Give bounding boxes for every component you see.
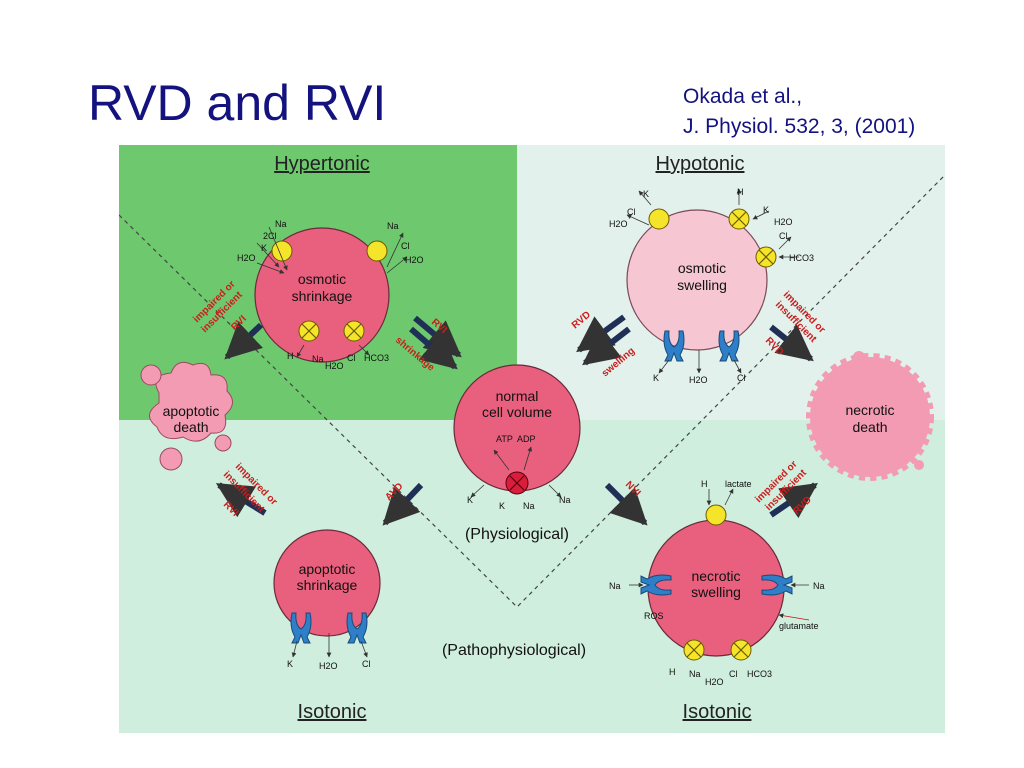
inhibited-exchanger-icon [343,320,365,342]
ion-label: H2O [689,375,708,385]
pathophysiological-caption: (Pathophysiological) [442,642,586,659]
ion-label: Na [689,669,701,679]
inhibited-exchanger-icon [755,246,777,268]
cell-volume-diagram: Hypertonic Hypotonic Isotonic Isotonic o… [119,145,945,733]
osmotic-shrinkage-cell: osmotic shrinkage Na 2Cl K H2O Na Cl H2O… [237,219,424,371]
inhibited-exchanger-icon [298,320,320,342]
cell-label: shrinkage [292,288,353,304]
apoptotic-shrinkage-cell: apoptotic shrinkage K H2O Cl [273,529,381,671]
ion-label: Na [523,501,535,511]
ion-transporter-icon [648,208,670,230]
ion-label: Na [559,495,571,505]
ion-label: lactate [725,479,752,489]
necrotic-swelling-cell: necrotic swelling H lactate Na Na ROS gl… [609,479,825,687]
ion-label: K [499,501,505,511]
region-header-isotonic-right: Isotonic [683,701,752,723]
ion-label: 2Cl [263,231,277,241]
cell-label: necrotic [691,568,740,584]
ion-label: HCO3 [747,669,772,679]
ion-label: Na [813,581,825,591]
cell-label: cell volume [482,404,552,420]
osmotic-swelling-cell: osmotic swelling K Cl H2O H K H2O Cl HCO… [609,187,814,385]
ion-label: K [643,189,649,199]
ion-label: glutamate [779,621,819,631]
cell-label: shrinkage [297,577,358,593]
ion-label: Cl [627,207,636,217]
cell-label: osmotic [678,260,726,276]
normal-cell: normal cell volume ATP ADP K K Na Na (Ph… [453,364,581,543]
cell-label: death [852,419,887,435]
inhibited-exchanger-icon [728,208,750,230]
ion-label: H [737,187,744,197]
adp-label: ADP [517,434,536,444]
ion-label: Na [387,221,399,231]
atp-label: ATP [496,434,513,444]
ion-label: H2O [705,677,724,687]
ion-label: Cl [729,669,738,679]
cell-label: swelling [691,584,741,600]
region-header-hypotonic: Hypotonic [656,153,745,175]
ion-label: Na [275,219,287,229]
ion-label: H2O [405,255,424,265]
cell-label: necrotic [845,402,894,418]
inhibited-exchanger-icon [683,639,705,661]
cell-label: apoptotic [299,561,356,577]
ion-label: K [653,373,659,383]
ion-label: Na [609,581,621,591]
ion-label: H [701,479,708,489]
ion-label: H [287,351,294,361]
region-header-hypertonic: Hypertonic [274,153,370,175]
ion-label: Cl [347,353,356,363]
ion-label: H [669,667,676,677]
citation-authors: Okada et al., [683,85,803,108]
citation-journal: J. Physiol. 532, 3, (2001) [683,115,916,138]
physiological-caption: (Physiological) [465,526,569,543]
ion-label: K [763,205,769,215]
ion-label: Cl [779,231,788,241]
region-header-isotonic-left: Isotonic [298,701,367,723]
ion-label: K [467,495,473,505]
necrotic-death-cell: necrotic death [806,351,934,481]
inhibited-exchanger-icon [730,639,752,661]
ion-label: HCO3 [364,353,389,363]
lactate-transporter-icon [705,504,727,526]
slide-title: RVD and RVI [88,75,387,131]
cell-label: swelling [677,277,727,293]
ion-label: Cl [362,659,371,669]
ion-label: Na [312,354,324,364]
ion-label: H2O [319,661,338,671]
ion-label: H2O [325,361,344,371]
ion-label: K [287,659,293,669]
ion-label: HCO3 [789,253,814,263]
apoptotic-death-cell: apoptotic death [140,361,233,471]
ion-label: K [261,243,267,253]
cell-label: osmotic [298,271,346,287]
cell-label: apoptotic [163,403,220,419]
ion-label: ROS [644,611,664,621]
ion-label: Cl [401,241,410,251]
ion-label: H2O [774,217,793,227]
ion-label: H2O [609,219,628,229]
ion-label: H2O [237,253,256,263]
exchanger-icon [366,240,388,262]
cell-label: death [173,419,208,435]
ion-label: Cl [737,373,746,383]
cell-label: normal [496,388,539,404]
